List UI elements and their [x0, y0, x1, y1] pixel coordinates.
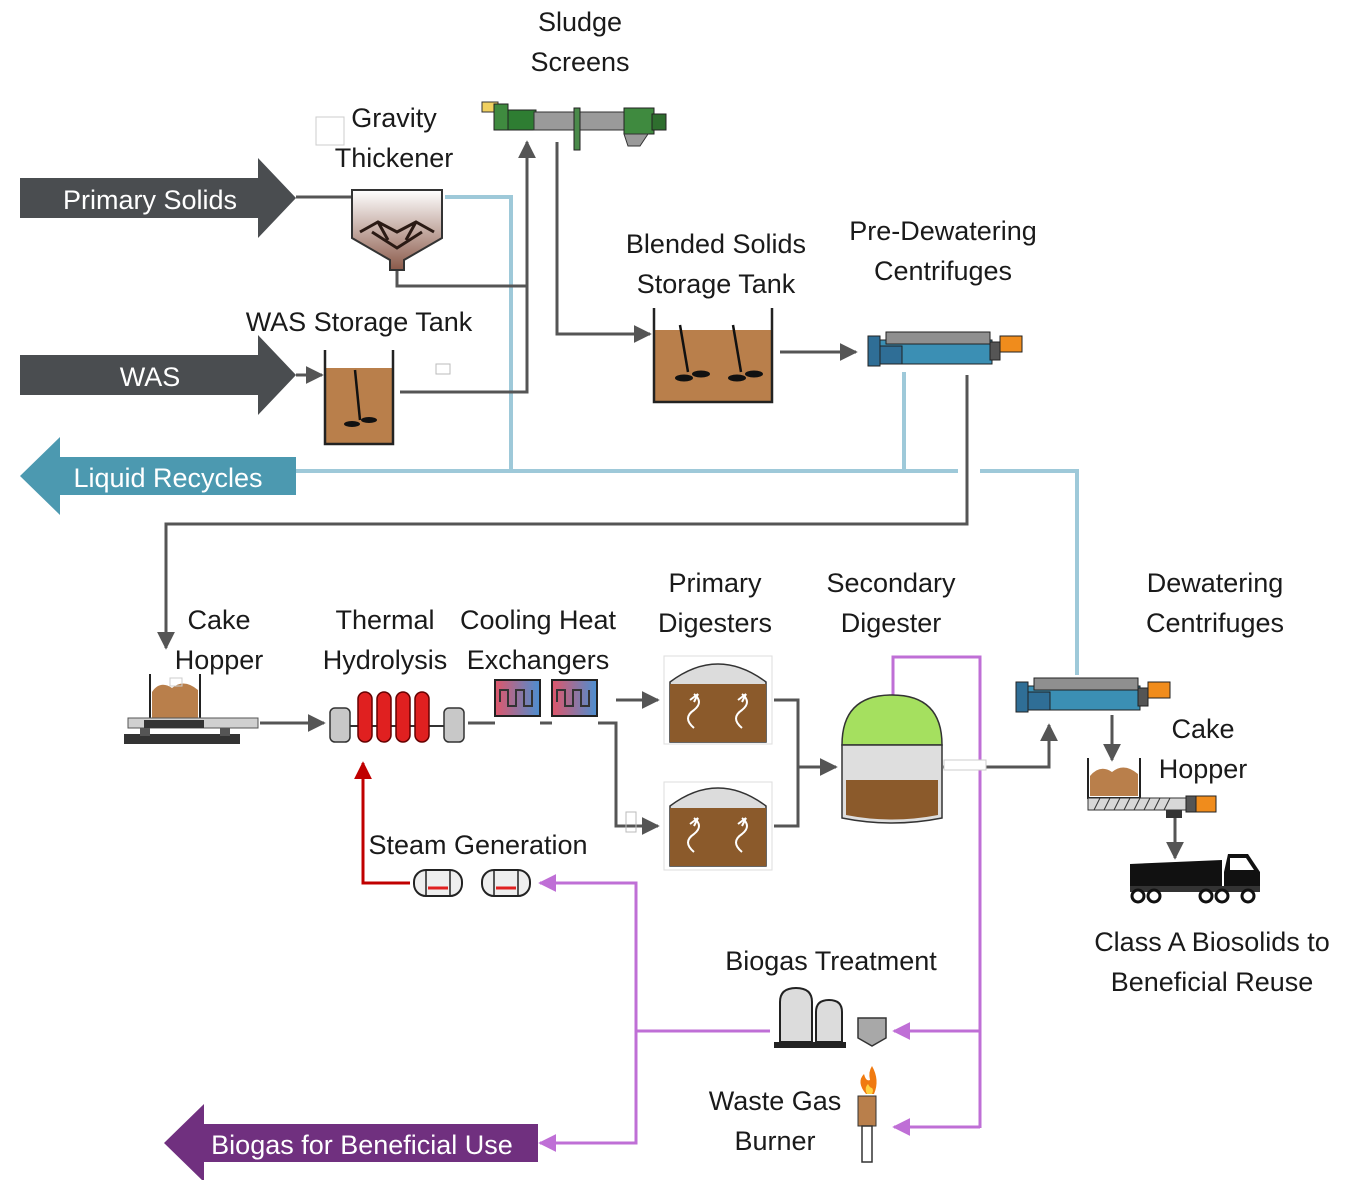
- liquid-recycle-lines: [296, 195, 1079, 675]
- svg-text:Centrifuges: Centrifuges: [1146, 608, 1284, 638]
- svg-text:Storage Tank: Storage Tank: [637, 269, 796, 299]
- svg-text:Digesters: Digesters: [658, 608, 772, 638]
- svg-text:Waste Gas: Waste Gas: [709, 1086, 842, 1116]
- thermal-hydrolysis-label: Thermal Hydrolysis: [323, 605, 448, 675]
- primary-digester-2-icon: [625, 781, 773, 871]
- cake-hopper-discharge-icon: [1087, 758, 1217, 818]
- was-storage-tank-icon: [323, 350, 451, 446]
- sludge-screen-icon: [481, 101, 667, 151]
- svg-text:Thickener: Thickener: [335, 143, 454, 173]
- svg-text:Exchangers: Exchangers: [467, 645, 610, 675]
- steam-line: [354, 761, 410, 885]
- primary-digester-1-icon: [663, 655, 773, 745]
- truck-icon: [1130, 854, 1260, 904]
- svg-text:Hopper: Hopper: [175, 645, 264, 675]
- was-label: WAS: [120, 362, 181, 392]
- pre-dewatering-label: Pre-Dewatering Centrifuges: [849, 216, 1037, 286]
- cake-hopper-feed-label: Cake Hopper: [175, 605, 264, 675]
- primary-digesters-label: Primary Digesters: [658, 568, 772, 638]
- pre-dewatering-centrifuge-icon: [867, 331, 1023, 367]
- svg-text:Sludge: Sludge: [538, 7, 622, 37]
- secondary-digester-icon: [841, 694, 987, 824]
- svg-text:Cooling Heat: Cooling Heat: [460, 605, 617, 635]
- steam-boiler-2-icon: [481, 869, 531, 897]
- blended-solids-label: Blended Solids Storage Tank: [626, 229, 806, 299]
- dewatering-centrifuge-icon: [1015, 677, 1171, 713]
- gravity-thickener-icon: [315, 116, 443, 271]
- svg-text:Centrifuges: Centrifuges: [874, 256, 1012, 286]
- biogas-beneficial-label: Biogas for Beneficial Use: [211, 1130, 513, 1160]
- thermal-hydrolysis-icon: [329, 691, 465, 743]
- biogas-treatment-label: Biogas Treatment: [725, 946, 937, 976]
- secondary-digester-label: Secondary Digester: [826, 568, 956, 638]
- svg-text:Gravity: Gravity: [351, 103, 437, 133]
- svg-text:Burner: Burner: [734, 1126, 815, 1156]
- liquid-recycles-label: Liquid Recycles: [73, 463, 262, 493]
- svg-text:Digester: Digester: [841, 608, 942, 638]
- biogas-lines: [538, 655, 982, 1152]
- svg-text:Cake: Cake: [187, 605, 250, 635]
- primary-solids-stream-arrow: Primary Solids: [20, 158, 296, 238]
- was-stream-arrow: WAS: [20, 335, 296, 415]
- blended-solids-tank-icon: [652, 308, 774, 404]
- cooling-hx-label: Cooling Heat Exchangers: [460, 605, 617, 675]
- biogas-treatment-icon: [774, 986, 887, 1048]
- liquid-recycles-stream-arrow: Liquid Recycles: [20, 437, 296, 515]
- waste-gas-burner-icon: [857, 1066, 877, 1163]
- svg-text:Pre-Dewatering: Pre-Dewatering: [849, 216, 1037, 246]
- cake-hopper-discharge-label: Cake Hopper: [1159, 714, 1248, 784]
- dewatering-centrifuges-label: Dewatering Centrifuges: [1146, 568, 1284, 638]
- svg-text:Screens: Screens: [530, 47, 629, 77]
- svg-text:Hydrolysis: Hydrolysis: [323, 645, 448, 675]
- svg-text:Blended Solids: Blended Solids: [626, 229, 806, 259]
- was-storage-tank-label: WAS Storage Tank: [246, 307, 473, 337]
- svg-text:Class A Biosolids to: Class A Biosolids to: [1094, 927, 1330, 957]
- sludge-screens-label: Sludge Screens: [530, 7, 629, 77]
- biogas-beneficial-stream-arrow: Biogas for Beneficial Use: [164, 1104, 538, 1180]
- svg-text:Beneficial Reuse: Beneficial Reuse: [1111, 967, 1314, 997]
- gravity-thickener-label: Gravity Thickener: [335, 103, 454, 173]
- waste-gas-burner-label: Waste Gas Burner: [709, 1086, 842, 1156]
- class-a-biosolids-label: Class A Biosolids to Beneficial Reuse: [1094, 927, 1330, 997]
- steam-generation-label: Steam Generation: [368, 830, 587, 860]
- svg-text:Dewatering: Dewatering: [1147, 568, 1284, 598]
- steam-boiler-1-icon: [413, 869, 463, 897]
- svg-text:Secondary: Secondary: [826, 568, 956, 598]
- cake-hopper-feed-icon: [124, 674, 259, 744]
- primary-solids-label: Primary Solids: [63, 185, 237, 215]
- svg-text:Hopper: Hopper: [1159, 754, 1248, 784]
- cooling-heat-exchangers-icon: [494, 679, 598, 717]
- svg-text:Thermal: Thermal: [335, 605, 434, 635]
- svg-text:Cake: Cake: [1171, 714, 1234, 744]
- svg-text:Primary: Primary: [669, 568, 762, 598]
